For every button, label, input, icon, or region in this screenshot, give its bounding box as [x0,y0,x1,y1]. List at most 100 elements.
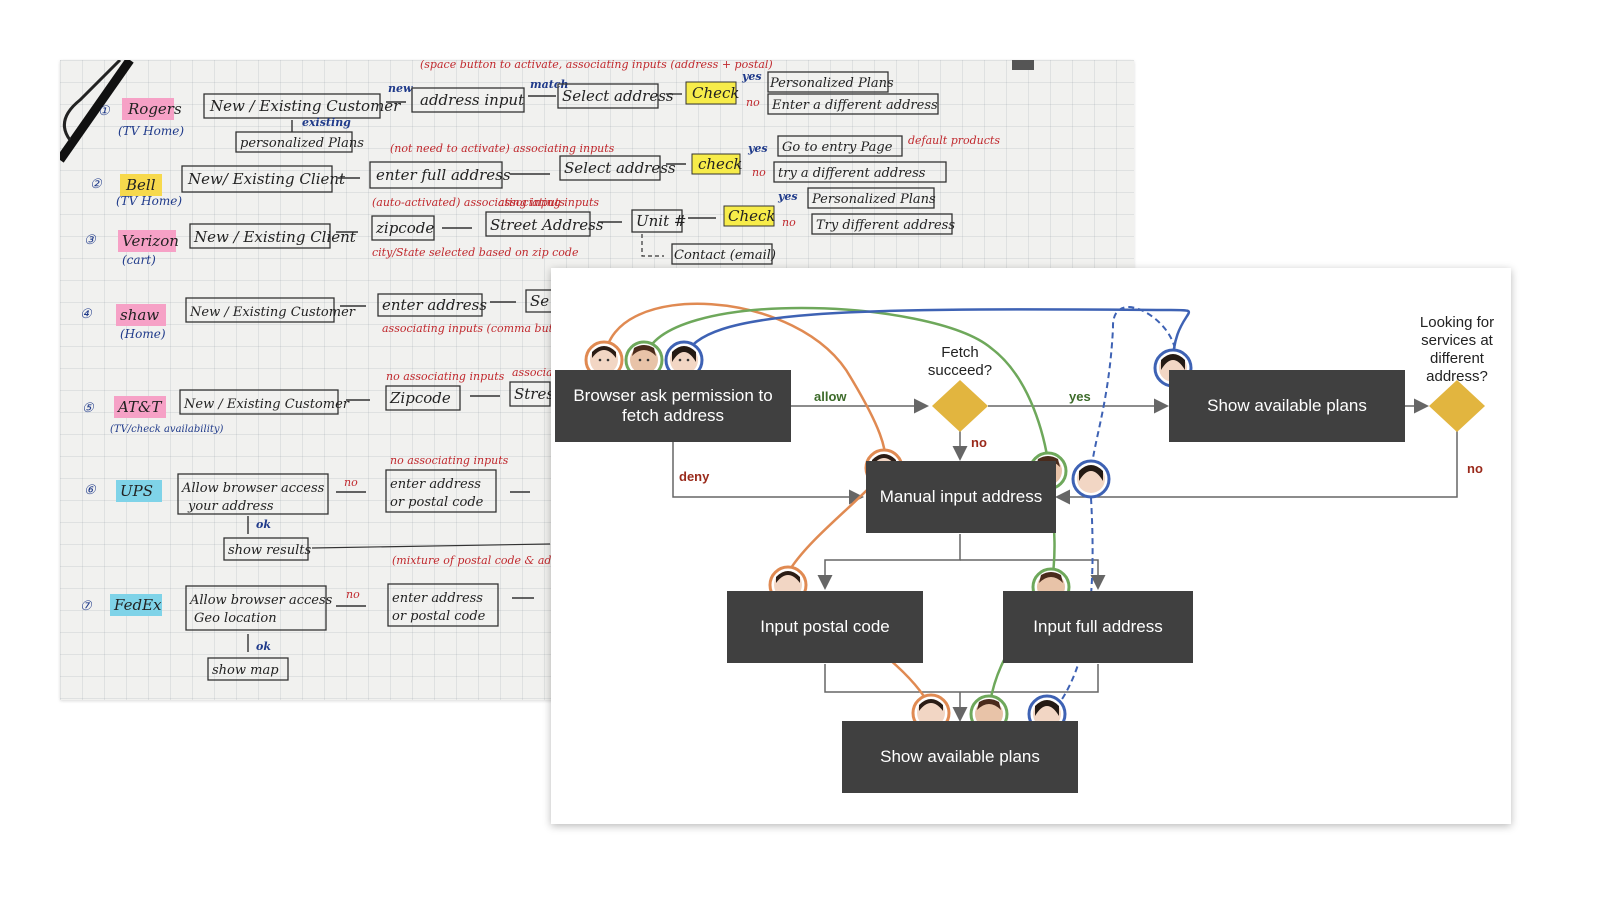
svg-text:New/ Existing Client: New/ Existing Client [187,170,346,188]
node-ask-permission: Browser ask permission to fetch address [555,370,791,442]
svg-text:yes: yes [747,142,768,155]
svg-text:default products: default products [908,134,1000,147]
node-label: Manual input address [879,487,1043,506]
svg-text:try a different address: try a different address [778,166,926,181]
row-fedex: ⑦ FedEx Allow browser access Geo locatio… [80,554,691,681]
svg-text:(cart): (cart) [122,253,156,267]
node-label: Show available plans [1207,396,1367,415]
svg-text:shaw: shaw [120,306,159,324]
svg-text:(auto-activated) associating i: (auto-activated) associating inputs [372,196,565,209]
svg-text:(TV Home): (TV Home) [116,194,182,208]
svg-text:FedEx: FedEx [113,596,162,614]
question-looking: Looking for services at different addres… [1409,314,1505,386]
svg-text:Zipcode: Zipcode [389,389,451,407]
svg-text:address input: address input [420,91,525,109]
diamond-looking [1429,380,1485,432]
svg-text:enter address: enter address [392,591,483,606]
svg-text:New / Existing Client: New / Existing Client [193,228,357,246]
svg-text:no associating inputs: no associating inputs [390,454,509,467]
svg-text:personalized Plans: personalized Plans [240,136,364,151]
svg-text:new: new [388,82,413,95]
svg-text:Select address: Select address [562,87,674,105]
svg-text:existing: existing [302,116,351,129]
question-fetch: Fetch succeed? [911,344,1009,380]
svg-text:Geo location: Geo location [194,611,277,626]
svg-text:Allow browser access: Allow browser access [189,593,333,608]
svg-text:Stress: Stress [514,385,562,403]
node-show-plans-bottom: Show available plans [842,721,1078,793]
svg-text:Se: Se [530,292,549,310]
svg-text:enter address: enter address [382,296,487,314]
row-number: ① [98,104,111,119]
svg-text:no: no [782,216,796,229]
svg-text:Bell: Bell [125,176,156,194]
svg-text:Street Address: Street Address [490,216,604,234]
svg-text:AT&T: AT&T [116,398,162,416]
persona-woman-icon [584,340,624,380]
svg-text:check: check [698,155,742,173]
svg-text:Try different address: Try different address [816,218,955,233]
edge-to-postal [817,534,961,590]
svg-text:your address: your address [187,499,274,514]
svg-text:show map: show map [212,663,279,678]
journey-green-1 [643,306,1051,469]
svg-text:Check: Check [692,84,740,102]
notebook-sketch: ① Rogers (TV Home) New / Existing Custom… [60,60,1034,681]
journey-orange-1 [603,302,888,465]
svg-text:no: no [346,588,360,601]
label-no-looking: no [1467,461,1483,476]
svg-text:or postal code: or postal code [392,609,486,624]
edge-merge [824,664,1099,693]
svg-text:New / Existing Customer: New / Existing Customer [183,397,350,412]
svg-text:(Home): (Home) [120,327,166,341]
svg-text:Check: Check [728,207,776,225]
svg-text:associat: associat [512,366,558,379]
svg-text:Contact (email): Contact (email) [674,248,776,263]
svg-text:⑥: ⑥ [84,483,97,498]
label-deny: deny [679,469,710,484]
row-rogers: ① Rogers (TV Home) New / Existing Custom… [98,60,939,153]
svg-text:show results: show results [228,543,311,558]
svg-text:match: match [530,78,569,91]
svg-text:②: ② [90,177,103,192]
svg-text:yes: yes [741,70,762,83]
svg-text:ok: ok [256,640,271,653]
brand-label: Rogers [127,100,182,118]
svg-text:Go to entry Page: Go to entry Page [782,140,893,155]
node-label: Show available plans [880,747,1040,766]
svg-text:Allow browser access: Allow browser access [181,481,325,496]
svg-text:New / Existing Customer: New / Existing Customer [189,305,356,320]
svg-text:③: ③ [84,233,97,248]
row-bell: ② Bell (TV Home) New/ Existing Client en… [90,134,1000,208]
svg-text:yes: yes [777,190,798,203]
journey-blue-dashed-1 [1090,306,1177,479]
svg-text:Verizon: Verizon [122,232,179,250]
svg-text:city/State selected based on z: city/State selected based on zip code [372,246,579,259]
svg-text:Unit #: Unit # [636,212,686,230]
row-att: ⑤ AT&T (TV/check availability) New / Exi… [82,366,562,435]
node-show-plans-top: Show available plans [1169,370,1405,442]
svg-text:no associating inputs: no associating inputs [386,370,505,383]
svg-text:Personalized Plans: Personalized Plans [769,76,894,91]
node-postal-code: Input postal code [727,591,923,663]
edge-deny [672,442,864,505]
label-no-fetch: no [971,435,987,450]
row-ups: ⑥ UPS Allow browser access your address … [84,454,551,561]
binder-clip-icon [60,60,134,163]
edge-no-looking [1055,426,1458,505]
node-label: Input full address [1033,617,1163,636]
label-allow: allow [814,389,847,404]
svg-text:no: no [752,166,766,179]
journey-blue-1 [682,308,1191,369]
svg-text:UPS: UPS [120,482,153,500]
brand-sub: (TV Home) [118,124,184,138]
svg-text:enter full address: enter full address [376,166,511,184]
persona-woman-icon [1071,459,1111,499]
persona-woman-icon [664,340,704,380]
node-full-address: Input full address [1003,591,1193,663]
diamond-fetch [932,380,988,432]
node-label: Input postal code [760,617,890,636]
svg-text:no: no [746,96,760,109]
svg-text:enter address: enter address [390,477,481,492]
svg-text:⑦: ⑦ [80,599,93,614]
